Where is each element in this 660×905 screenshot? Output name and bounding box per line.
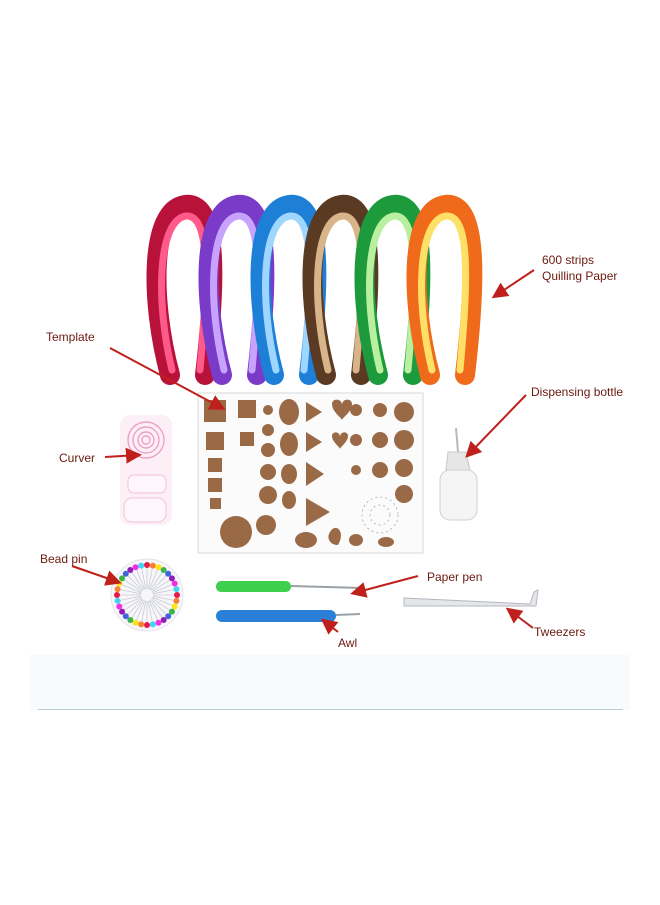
bead-pin-head — [132, 564, 139, 571]
bead-pin-head — [168, 608, 175, 615]
label-dispensing-bottle: Dispensing bottle — [531, 385, 624, 399]
bottom-band — [30, 655, 630, 710]
awl-tool — [216, 610, 361, 622]
bead-pin-head — [173, 586, 180, 593]
bead-pin-head — [127, 616, 134, 623]
bead-pin-head — [127, 567, 134, 574]
bead-pin-head — [114, 586, 121, 593]
bead-pin-head — [171, 580, 178, 587]
label-quilling-paper: Quilling Paper — [542, 269, 618, 283]
bead-pin-head — [165, 613, 172, 620]
bead-pin-head — [173, 597, 180, 604]
arrow-awl — [320, 618, 339, 635]
bead-pin-head — [171, 603, 178, 610]
bead-pin-head — [168, 575, 175, 582]
bead-pin-head — [114, 597, 121, 604]
curver-tool — [120, 415, 172, 525]
arrow-curver — [104, 447, 142, 464]
bead-pin-head — [132, 619, 139, 626]
bead-pin-head — [155, 564, 162, 571]
arrow-tweezers — [505, 607, 534, 629]
bead-pin-head — [149, 562, 156, 569]
bead-pin-head — [160, 567, 167, 574]
bead-pin-head — [174, 592, 180, 598]
arrow-quilling-paper — [491, 269, 535, 299]
arrow-template — [109, 347, 226, 410]
template-cutouts — [204, 399, 414, 548]
label-awl: Awl — [338, 636, 358, 650]
dispensing-bottle — [439, 427, 478, 521]
tweezers-tool — [403, 589, 539, 607]
label-curver: Curver — [59, 451, 96, 465]
bead-pin-wheel — [110, 558, 184, 632]
arrow-dispensing-bottle — [465, 394, 527, 458]
bead-pin-head — [138, 562, 145, 569]
bead-pin-head — [144, 562, 150, 568]
bead-pin-head — [155, 619, 162, 626]
callout-arrows — [71, 269, 535, 635]
divider-line — [38, 709, 623, 710]
arrow-paper-pen — [350, 575, 419, 598]
label-paper-pen: Paper pen — [427, 570, 483, 584]
bead-pin-head — [160, 616, 167, 623]
bead-pin-head — [149, 621, 156, 628]
label-template: Template — [46, 330, 95, 344]
bead-pin-head — [122, 570, 129, 577]
arrow-bead-pin — [71, 565, 122, 586]
bead-pin-head — [116, 603, 123, 610]
bead-pin-head — [119, 608, 126, 615]
bead-pin-head — [165, 570, 172, 577]
label-bead-pin: Bead pin — [40, 552, 88, 566]
bead-pin-head — [122, 613, 129, 620]
loop-orange — [406, 194, 483, 385]
bead-pin-head — [138, 621, 145, 628]
quilling-paper-loops — [146, 194, 483, 385]
label-tweezers: Tweezers — [534, 625, 586, 639]
bead-pin-head — [114, 592, 120, 598]
template-board — [197, 392, 424, 554]
bead-pin-head — [144, 622, 150, 628]
label-600-strips: 600 strips — [542, 253, 595, 267]
paper-pen — [216, 581, 364, 592]
